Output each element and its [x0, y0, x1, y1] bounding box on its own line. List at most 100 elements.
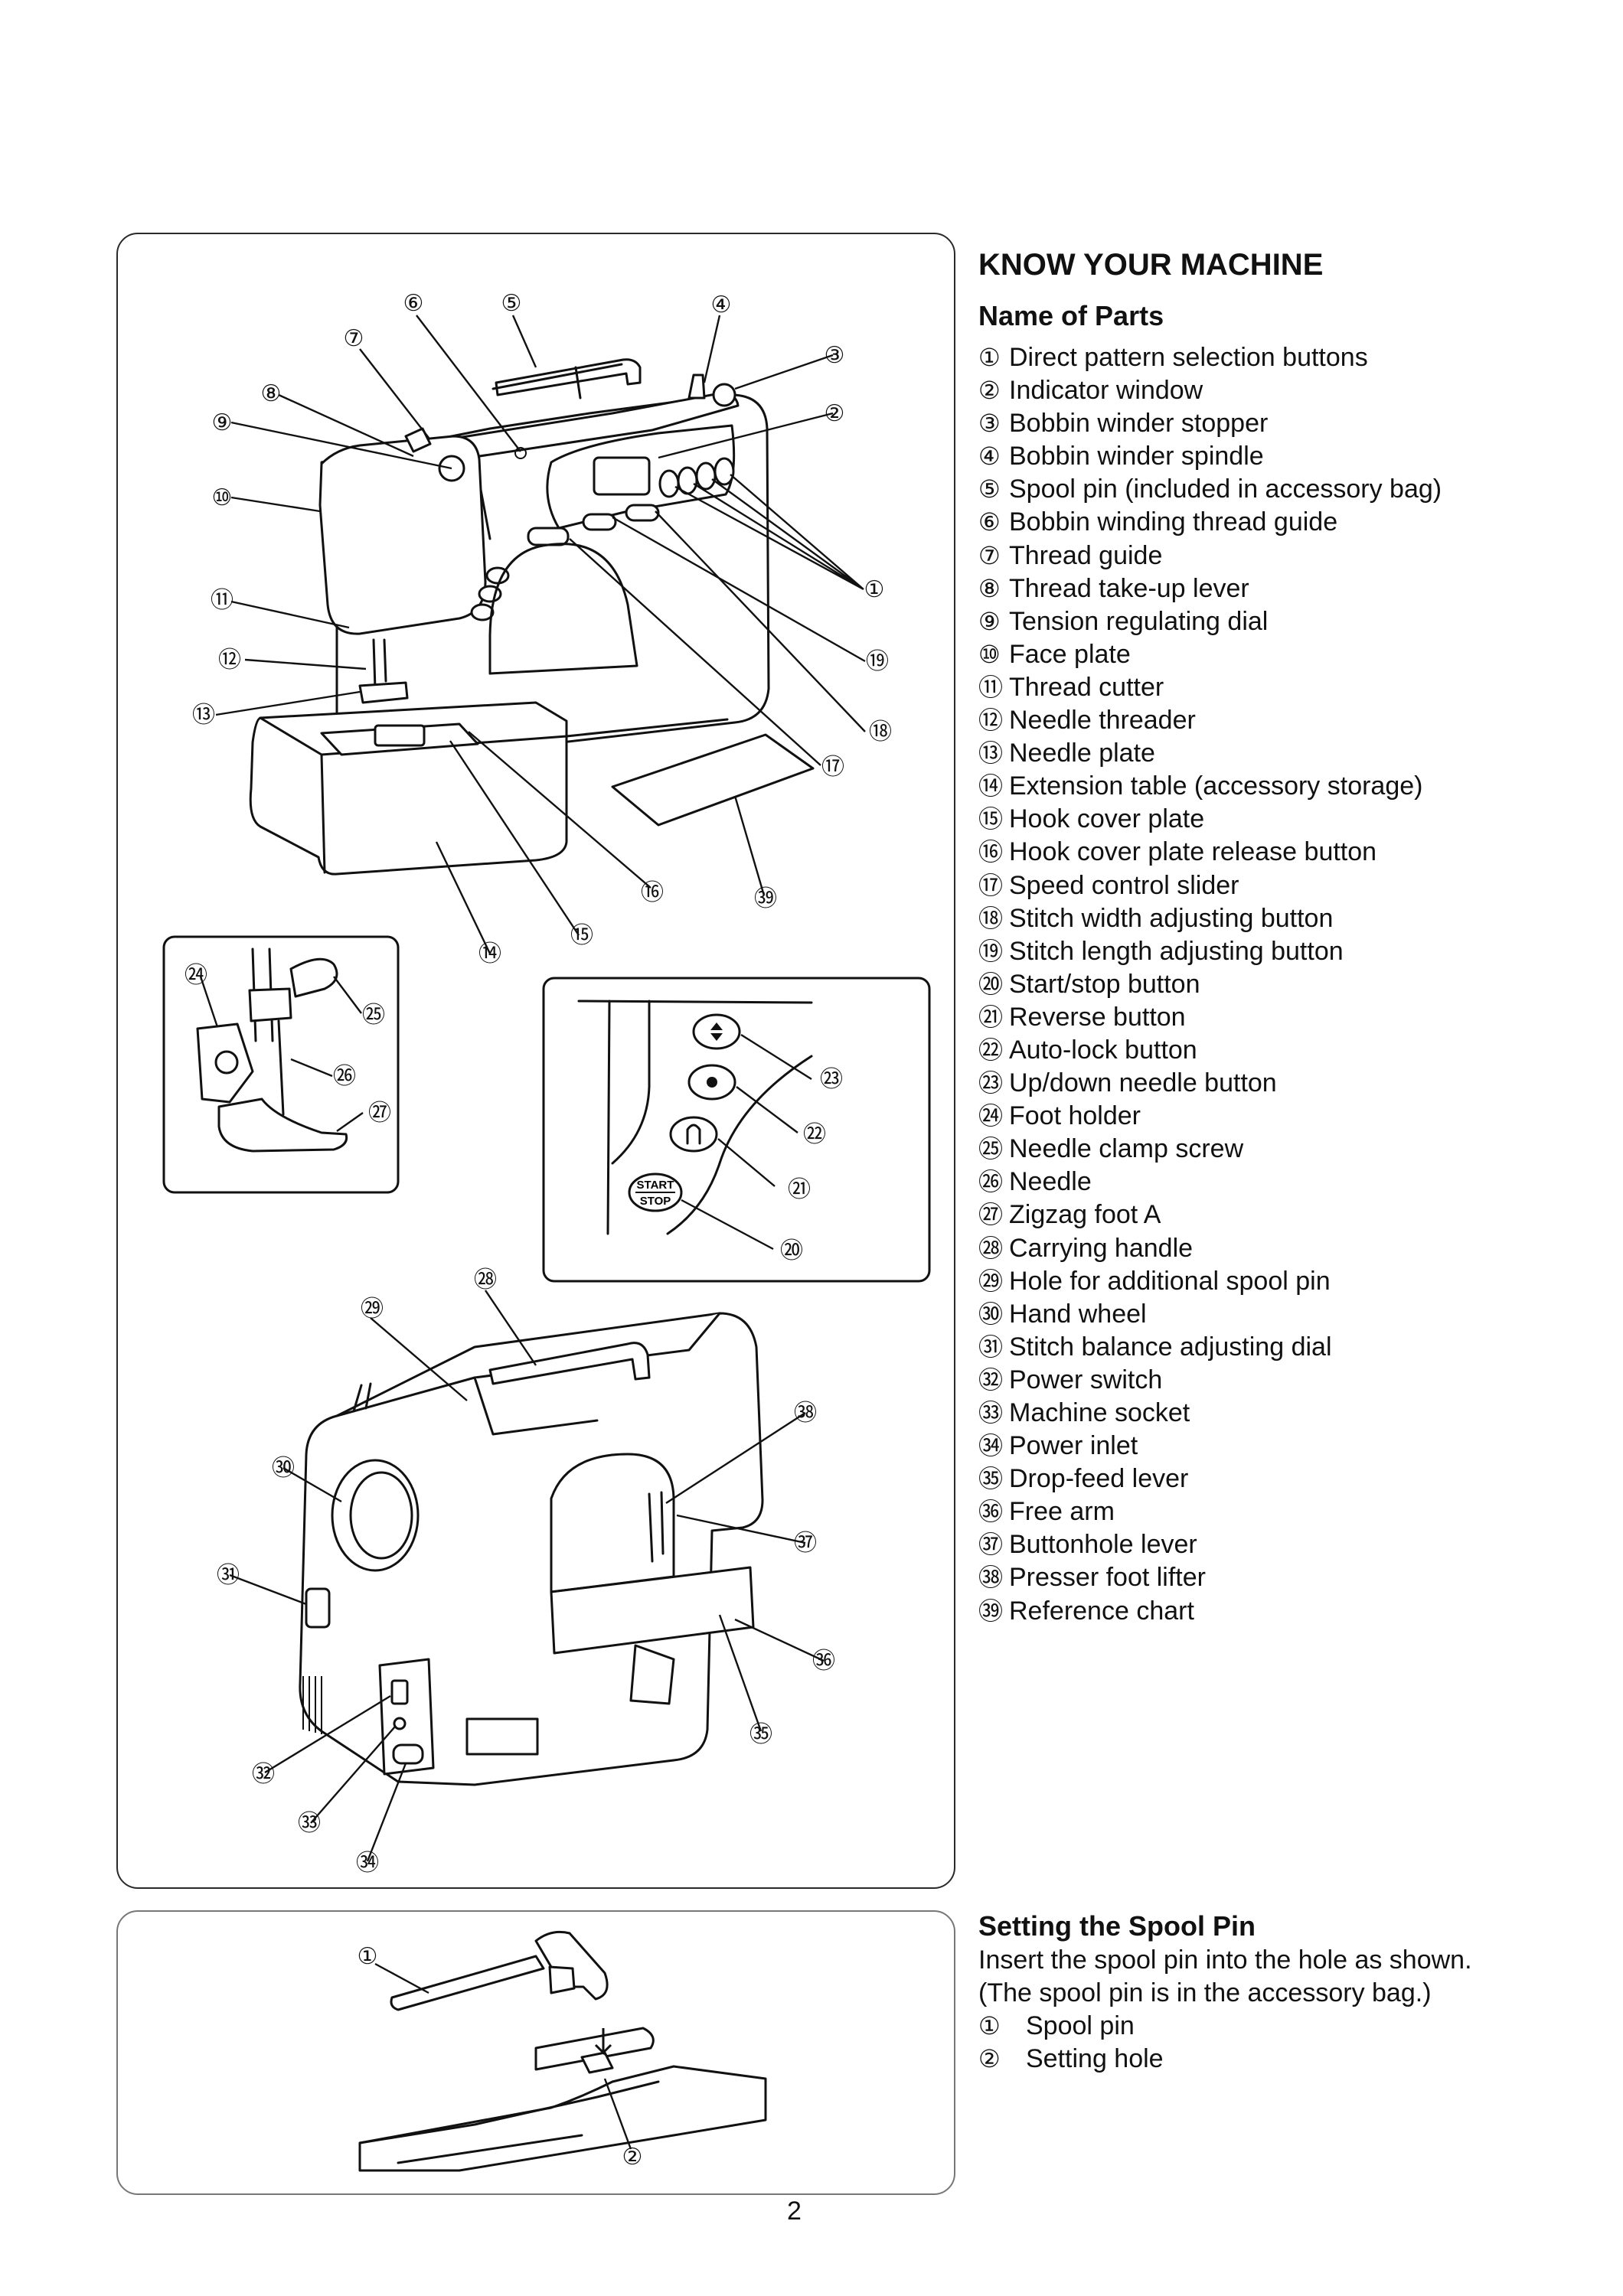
part-label: Needle threader [1009, 706, 1196, 735]
part-number: ㊴ [978, 1596, 1004, 1626]
item-number: ② [978, 2044, 1001, 2073]
part-number: ㉕ [978, 1134, 1004, 1164]
control-panel-inset: START STOP [542, 977, 931, 1283]
part-label: Stitch balance adjusting dial [1009, 1332, 1332, 1362]
part-label: Bobbin winding thread guide [1009, 507, 1338, 537]
section-heading-name-of-parts: Name of Parts [978, 300, 1164, 331]
part-label: Reference chart [1009, 1596, 1194, 1626]
part-label: Hook cover plate [1009, 804, 1205, 834]
part-number: ㉚ [978, 1299, 1004, 1329]
part-label: Carrying handle [1009, 1233, 1194, 1263]
part-number: ㊱ [978, 1497, 1004, 1527]
part-label: Power inlet [1009, 1431, 1138, 1461]
part-label: Thread take-up lever [1009, 573, 1249, 603]
part-label: Hole for additional spool pin [1009, 1266, 1331, 1296]
page-heading: KNOW YOUR MACHINE [978, 248, 1324, 282]
callout-26: ㉖ [333, 1063, 356, 1090]
callout-37: ㊲ [794, 1530, 817, 1557]
machine-rear-view [299, 1312, 764, 1786]
part-label: Reverse button [1009, 1002, 1186, 1032]
part-label: Free arm [1009, 1497, 1115, 1527]
callout-24: ㉔ [185, 962, 207, 989]
part-number: ⑧ [978, 573, 1001, 603]
part-label: Stitch length adjusting button [1009, 936, 1344, 966]
part-number: ㉒ [978, 1035, 1004, 1065]
callout-31: ㉛ [217, 1562, 240, 1589]
part-label: Up/down needle button [1009, 1068, 1277, 1098]
part-number: ⑱ [978, 903, 1004, 933]
callout-18: ⑱ [869, 719, 892, 745]
part-label: Speed control slider [1009, 870, 1239, 900]
callout-21: ㉑ [788, 1176, 811, 1203]
callout-28: ㉘ [474, 1267, 497, 1293]
part-number: ⑤ [978, 475, 1001, 504]
part-number: ④ [978, 442, 1001, 471]
part-label: Needle plate [1009, 739, 1155, 768]
part-number: ㉙ [978, 1266, 1004, 1296]
part-number: ⑪ [978, 672, 1004, 702]
part-number: ㉜ [978, 1365, 1004, 1394]
part-label: Direct pattern selection buttons [1009, 343, 1368, 372]
callout-38: ㊳ [794, 1400, 817, 1427]
part-label: Thread guide [1009, 540, 1163, 570]
callout-4: ④ [711, 292, 732, 318]
part-number: ⑦ [978, 540, 1001, 570]
callout-30: ㉚ [272, 1455, 295, 1482]
callout-10: ⑩ [212, 484, 233, 511]
part-number: ⑩ [978, 639, 1001, 669]
part-number: ⑯ [978, 837, 1004, 867]
part-number: ⑥ [978, 507, 1001, 537]
part-label: Foot holder [1009, 1101, 1141, 1131]
part-number: ⑮ [978, 804, 1004, 834]
callout-15: ⑮ [570, 922, 593, 949]
part-number: ⑲ [978, 936, 1004, 966]
callout-32: ㉜ [252, 1761, 275, 1788]
instruction-note: (The spool pin is in the accessory bag.) [978, 1978, 1432, 2007]
part-number: ㉟ [978, 1464, 1004, 1494]
callout-3: ③ [825, 342, 845, 369]
part-number: ⑳ [978, 969, 1004, 999]
part-number: ㉗ [978, 1200, 1004, 1230]
part-label: Presser foot lifter [1009, 1563, 1206, 1593]
part-number: ㉝ [978, 1398, 1004, 1427]
callout-36: ㊱ [812, 1648, 835, 1675]
part-number: ⑫ [978, 706, 1004, 735]
callout-27: ㉗ [368, 1100, 391, 1127]
part-label: Tension regulating dial [1009, 606, 1269, 636]
callout-7: ⑦ [344, 325, 364, 352]
callout-5: ⑤ [501, 290, 522, 317]
part-label: Stitch width adjusting button [1009, 903, 1334, 933]
callout-2: ② [825, 400, 845, 427]
callout-22: ㉒ [803, 1121, 826, 1148]
part-label: Auto-lock button [1009, 1035, 1197, 1065]
start-label: START [637, 1179, 674, 1192]
part-number: ㉑ [978, 1002, 1004, 1032]
part-label: Machine socket [1009, 1398, 1190, 1427]
part-label: Needle clamp screw [1009, 1134, 1244, 1164]
part-label: Buttonhole lever [1009, 1530, 1197, 1560]
callout-35: ㉟ [749, 1721, 772, 1748]
parts-list-item: ⑧ Thread take-up lever [978, 572, 1442, 605]
callout-8: ⑧ [261, 380, 282, 407]
callout-20: ⑳ [780, 1238, 803, 1264]
machine-front-view [249, 358, 815, 876]
callout-25: ㉕ [362, 1002, 385, 1029]
